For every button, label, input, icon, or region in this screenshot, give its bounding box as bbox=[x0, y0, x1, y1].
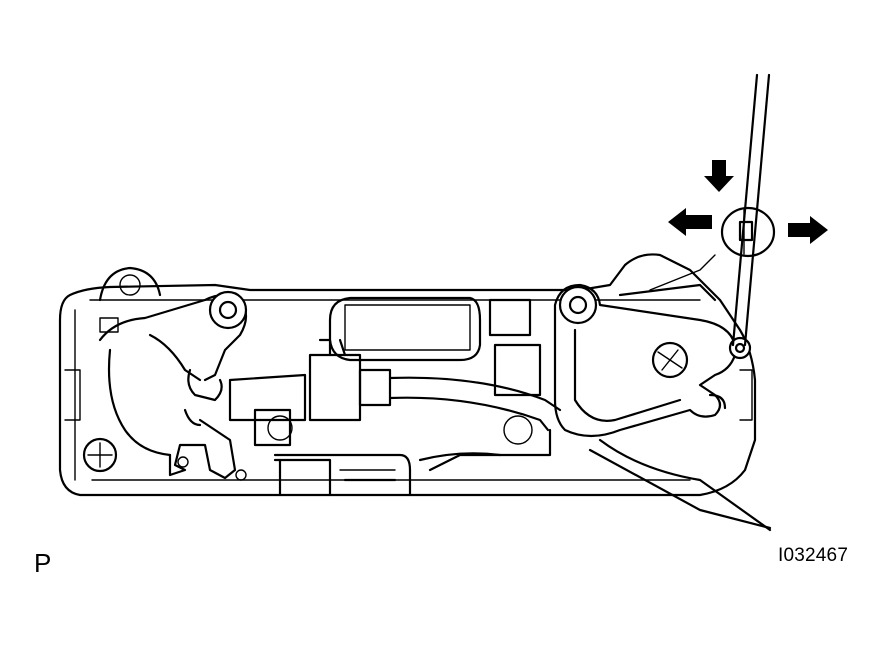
lower-left-clip bbox=[82, 437, 118, 473]
right-lever bbox=[553, 254, 772, 532]
left-lever bbox=[98, 290, 248, 481]
arrow-left-icon bbox=[668, 208, 712, 236]
control-housing bbox=[58, 253, 757, 497]
arrow-right-icon bbox=[788, 216, 828, 244]
control-cable bbox=[720, 73, 776, 347]
center-actuator bbox=[228, 296, 562, 497]
figure-code: I032467 bbox=[778, 545, 849, 566]
arrow-down-icon bbox=[704, 160, 734, 192]
view-letter: P bbox=[34, 548, 52, 578]
